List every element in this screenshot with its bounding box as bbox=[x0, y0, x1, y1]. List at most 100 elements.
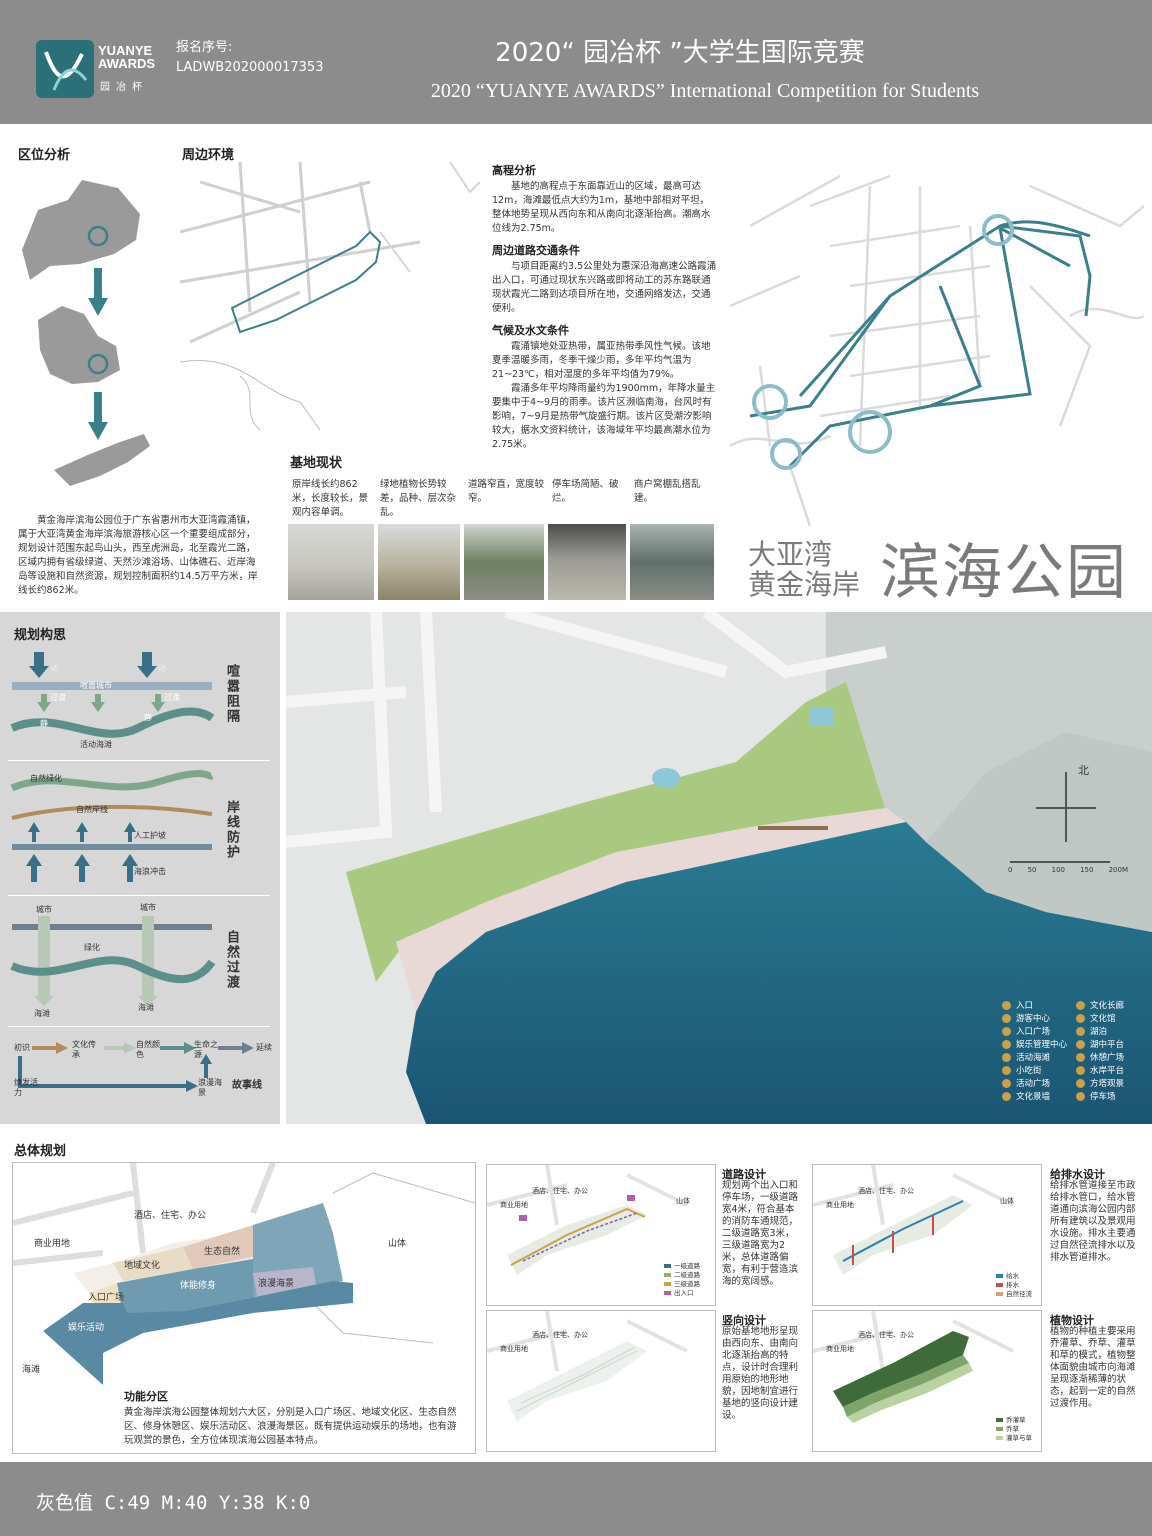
climate-text-2: 霞涌多年平均降雨量约为1900mm，年降水量主要集中于4~9月的雨季。该片区濒临… bbox=[492, 383, 716, 450]
drainage-design-map bbox=[812, 1164, 1042, 1306]
c1-c: 动 bbox=[158, 664, 166, 673]
zone-label-entry: 入口广场 bbox=[88, 1293, 125, 1303]
site-heading: 基地现状 bbox=[290, 456, 343, 471]
c1-e: 过渡 bbox=[164, 693, 180, 702]
zone-label-culture: 地域文化 bbox=[124, 1261, 161, 1271]
site-photo-beach bbox=[288, 524, 374, 600]
climate-text-1: 霞涌镇地处亚热带，属亚热带季风性气候。该地夏季温暖多雨，冬季干燥少雨，多年平均气… bbox=[492, 341, 711, 380]
concept-diagram-3 bbox=[10, 916, 216, 1006]
planting-design-map bbox=[812, 1310, 1042, 1452]
road-map-label-3: 山体 bbox=[676, 1197, 690, 1205]
c3-b: 城市 bbox=[140, 903, 156, 912]
c1-h: 活动海滩 bbox=[80, 740, 112, 749]
zone-label-mountain: 山体 bbox=[388, 1239, 407, 1249]
vertical-text: 原始基地地形呈现由西向东、由南向北逐渐抬高的特点，设计时合理利用原始的地形地貌，… bbox=[722, 1326, 799, 1421]
footer-color-value: 灰色值 C:49 M:40 Y:38 K:0 bbox=[36, 1492, 311, 1514]
c3-c: 绿化 bbox=[84, 943, 100, 952]
drain-map-label-3: 山体 bbox=[1000, 1197, 1014, 1205]
story-word: 故事线 bbox=[232, 1080, 262, 1091]
concept-heading: 规划构思 bbox=[14, 628, 67, 643]
master-plan bbox=[286, 612, 1152, 1124]
divider bbox=[8, 895, 270, 896]
vertical-title: 竖向设计 bbox=[722, 1314, 766, 1327]
zone-label-eco: 生态自然 bbox=[204, 1247, 241, 1257]
c3-a: 城市 bbox=[36, 905, 52, 914]
c1-f: 静 bbox=[40, 719, 48, 728]
vert-map-label-2: 商业用地 bbox=[500, 1345, 528, 1353]
yuanye-logo-icon bbox=[36, 40, 94, 98]
function-zoning-map bbox=[12, 1162, 476, 1454]
registration-number: LADWB202000017353 bbox=[176, 60, 324, 75]
c2-a: 自然绿化 bbox=[30, 774, 62, 783]
location-heading: 区位分析 bbox=[18, 148, 71, 163]
drain-title: 给排水设计 bbox=[1050, 1168, 1105, 1181]
header-bar bbox=[0, 0, 1152, 124]
registration-label: 报名序号: bbox=[176, 40, 233, 55]
title-cn: 2020“ 园冶杯 ”大学生国际竞赛 bbox=[495, 38, 865, 68]
climate-title: 气候及水文条件 bbox=[492, 324, 569, 337]
c1-b: 喧嚣城市 bbox=[80, 681, 112, 690]
zone-label-sea: 海滩 bbox=[22, 1365, 41, 1375]
concept-diagram-1 bbox=[10, 652, 215, 738]
story-b: 文化传承 bbox=[72, 1040, 96, 1059]
function-title: 功能分区 bbox=[124, 1390, 168, 1403]
divider bbox=[8, 760, 270, 761]
story-diagram bbox=[18, 1042, 254, 1092]
story-f: 焕发活力 bbox=[14, 1078, 38, 1097]
drain-legend: 给水 排水 自然径流 bbox=[996, 1272, 1032, 1299]
zone-label-romance: 浪漫海景 bbox=[258, 1279, 295, 1289]
site-photo-vegetation bbox=[378, 524, 460, 600]
concept-word-2: 岸线防护 bbox=[224, 800, 239, 860]
concept-word-3: 自然过渡 bbox=[224, 930, 239, 990]
plant-map-label-1: 酒店、住宅、办公 bbox=[858, 1331, 914, 1339]
traffic-map bbox=[730, 174, 1144, 526]
north-arrow-label: 北 bbox=[1078, 764, 1089, 777]
road-title: 道路设计 bbox=[722, 1168, 766, 1181]
site-photo-parking bbox=[548, 524, 626, 600]
vertical-design-map bbox=[486, 1310, 716, 1452]
drain-map-label-1: 酒店、住宅、办公 bbox=[858, 1187, 914, 1195]
road-legend: 一级道路 二级道路 三级道路 出入口 bbox=[664, 1262, 700, 1298]
story-a: 初识 bbox=[14, 1043, 30, 1052]
traffic-title: 周边道路交通条件 bbox=[492, 244, 580, 257]
road-text: 规划两个出入口和停车场，一级道路宽4米，符合基本的消防车通规范，二级道路宽3米，… bbox=[722, 1180, 799, 1287]
road-map-label-1: 酒店、住宅、办公 bbox=[532, 1187, 588, 1195]
park-title: 滨海公园 bbox=[880, 538, 1128, 608]
c2-c: 人工护坡 bbox=[134, 831, 166, 840]
c1-a: 动 bbox=[50, 664, 58, 673]
park-subtitle: 大亚湾 黄金海岸 bbox=[748, 538, 861, 601]
drain-text: 给排水管道接至市政给排水管口，给水管道通向滨海公园内部所有建筑以及景观用水设施。… bbox=[1050, 1180, 1136, 1263]
plan-legend-left: 入口 游客中心 入口广场 娱乐管理中心 活动海滩 小吃街 活动广场 文化景墙 bbox=[1002, 1000, 1067, 1104]
vert-map-label-1: 酒店、住宅、办公 bbox=[532, 1331, 588, 1339]
title-en: 2020 “YUANYE AWARDS” International Compe… bbox=[430, 80, 980, 102]
zone-label-hotel: 酒店、住宅、办公 bbox=[134, 1211, 207, 1221]
drain-map-label-2: 商业用地 bbox=[826, 1201, 854, 1209]
site-note-4: 停车场简陋、破烂。 bbox=[552, 479, 619, 504]
site-note-2: 绿地植物长势较差，品种、层次杂乱。 bbox=[380, 479, 457, 518]
traffic-text: 与项目距离约3.5公里处为惠深沿海高速公路霞涌出入口，可通过现状东兴路或即将动工… bbox=[492, 261, 717, 314]
c3-d: 海滩 bbox=[34, 1009, 50, 1018]
zone-label-commercial: 商业用地 bbox=[34, 1239, 71, 1249]
plant-map-label-2: 商业用地 bbox=[826, 1345, 854, 1353]
elevation-text: 基地的高程点于东面靠近山的区域，最高可达12m，海滩最低点大约为1m，基地中部相… bbox=[492, 181, 711, 234]
location-description: 黄金海岸滨海公园位于广东省惠州市大亚湾霞涌镇，属于大亚湾黄金海岸滨海旅游核心区一… bbox=[18, 515, 258, 596]
location-maps bbox=[22, 180, 150, 486]
c3-e: 海滩 bbox=[138, 1003, 154, 1012]
surroundings-map bbox=[180, 162, 480, 430]
site-note-5: 商户窝棚乱搭乱建。 bbox=[634, 479, 701, 504]
story-d: 生命之源 bbox=[194, 1040, 218, 1059]
concept-diagram-2 bbox=[10, 770, 214, 882]
story-c: 自然颜色 bbox=[136, 1040, 160, 1059]
site-photo-road bbox=[464, 524, 544, 600]
site-photo-shacks bbox=[630, 524, 714, 600]
elevation-title: 高程分析 bbox=[492, 164, 536, 177]
road-map-label-2: 商业用地 bbox=[500, 1201, 528, 1209]
surroundings-heading: 周边环境 bbox=[182, 148, 235, 163]
plan-legend-right: 文化长廊 文化馆 湖泊 湖中平台 休憩广场 水岸平台 方塔观景 停车场 bbox=[1076, 1000, 1124, 1104]
concept-word-1: 喧嚣阻隔 bbox=[224, 664, 239, 724]
story-e: 延续 bbox=[256, 1043, 272, 1052]
function-text: 黄金海岸滨海公园整体规划六大区，分别是入口广场区、地域文化区、生态自然区、修身休… bbox=[124, 1407, 457, 1446]
c2-d: 海浪冲击 bbox=[134, 867, 166, 876]
